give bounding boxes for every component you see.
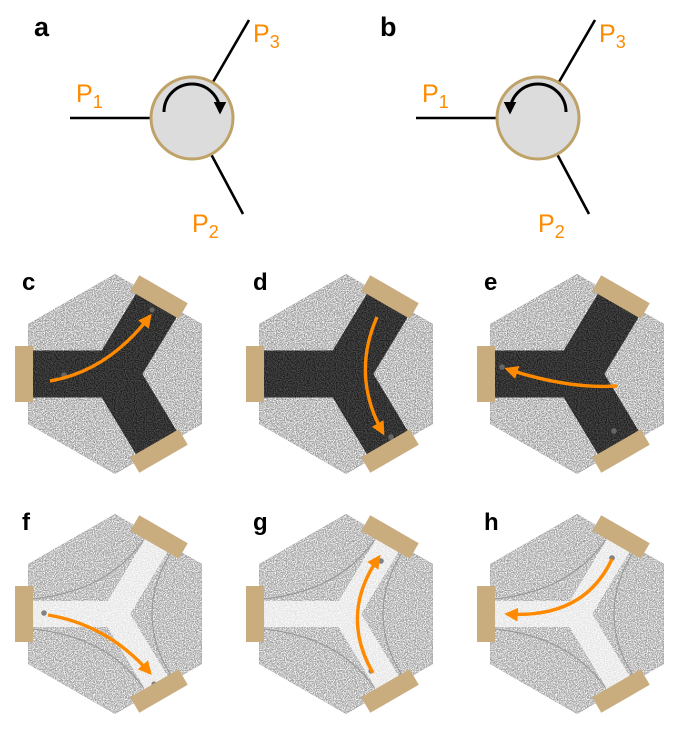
micrograph-panel-e: e [477, 269, 664, 474]
port-label-p3: P3 [253, 20, 280, 52]
flow-arrow-bottom-to-top [355, 554, 381, 674]
counterclockwise-arc-arrow-icon [503, 82, 568, 115]
bond-pad-top [361, 515, 419, 559]
schematic-panel-a: a P1 P3 P2 [34, 12, 280, 242]
schematic-panel-b: b P1 P3 P2 [380, 12, 626, 242]
panel-label-e: e [484, 269, 497, 296]
panel-label-b: b [380, 12, 397, 42]
particle [41, 610, 47, 616]
flow-arrow-top-to-left [504, 558, 614, 622]
bond-pad-left [477, 586, 495, 642]
flow-arrow-left-to-bottom [47, 613, 152, 676]
bond-pad-top [592, 275, 650, 319]
particle [499, 364, 505, 370]
bond-pad-left [246, 586, 264, 642]
port-label-p1: P1 [422, 80, 449, 112]
bond-pad-left [15, 586, 33, 642]
port-label-p3: P3 [599, 20, 626, 52]
micrograph-panel-d: d [246, 269, 433, 474]
circulator-body [495, 75, 581, 161]
bond-pad-top [592, 515, 650, 559]
port-line-p3 [211, 19, 251, 83]
clockwise-arc-arrow-icon [162, 82, 227, 115]
bond-pad-bottom [130, 429, 188, 473]
hexagon-chip [28, 514, 202, 714]
micrograph-row-light: f g [0, 496, 693, 736]
micrograph-panel-g: g [246, 509, 433, 714]
port-label-p2: P2 [192, 210, 219, 242]
micrograph-panel-c: c [15, 269, 202, 474]
circulator-body [149, 75, 235, 161]
port-line-p2 [209, 153, 245, 215]
panel-label-c: c [22, 269, 35, 296]
panel-label-d: d [253, 269, 268, 296]
flow-arrow-top-to-bottom [363, 316, 385, 436]
bond-pad-bottom [361, 669, 419, 713]
flow-arrow-to-left [504, 365, 618, 389]
bond-pad-bottom [592, 669, 650, 713]
port-label-p1: P1 [76, 80, 103, 112]
panel-label-h: h [484, 509, 499, 536]
panel-label-a: a [34, 12, 50, 42]
port-label-p2: P2 [538, 210, 565, 242]
bond-pad-top [130, 275, 188, 319]
particle [149, 307, 155, 313]
micrograph-row-dark: c d [0, 256, 693, 496]
bond-pad-left [15, 346, 33, 402]
particle [388, 434, 394, 440]
particle [611, 428, 617, 434]
port-line-p2 [555, 153, 591, 215]
bond-pad-left [246, 346, 264, 402]
bond-pad-left [477, 346, 495, 402]
schematic-row: a P1 P3 P2 b P1 P3 P2 [0, 0, 693, 256]
channel-edge-right [613, 550, 635, 678]
bond-pad-top [130, 515, 188, 559]
micrograph-panel-f: f [15, 509, 202, 714]
port-line-p3 [557, 19, 597, 83]
panel-label-g: g [253, 509, 268, 536]
flow-arrow-left-to-top [49, 313, 152, 383]
channel-edge-right [151, 550, 173, 678]
bond-pad-top [361, 275, 419, 319]
panel-label-f: f [22, 509, 31, 536]
bond-pad-bottom [130, 669, 188, 713]
bond-pad-bottom [361, 429, 419, 473]
micrograph-panel-h: h [477, 509, 664, 714]
channel-edge-right [382, 550, 404, 678]
bond-pad-bottom [592, 429, 650, 473]
